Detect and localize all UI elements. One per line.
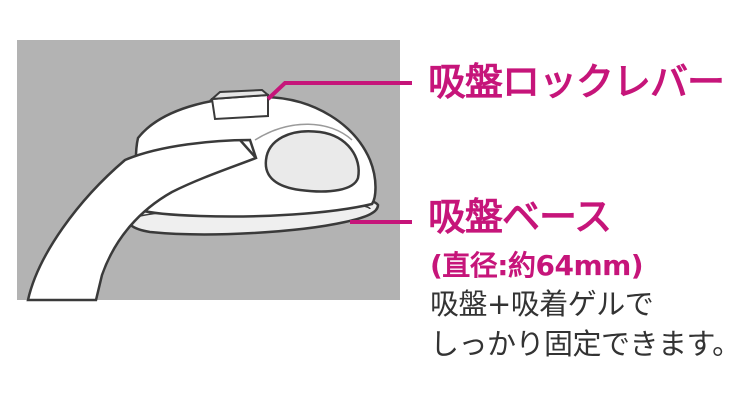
lock-lever-tab-top xyxy=(209,88,271,101)
mount-arm xyxy=(26,138,258,302)
lever-leader-line xyxy=(266,81,412,101)
dome-recess xyxy=(264,129,360,193)
lock-lever-label: 吸盤ロックレバー xyxy=(428,60,725,104)
mount-arm-edge xyxy=(239,139,257,159)
dome-contour xyxy=(254,123,353,141)
description-line-2: しっかり固定できます。 xyxy=(430,327,741,361)
diameter-label: (直径:約64mm) xyxy=(430,249,644,282)
description-line-1: 吸盤+吸着ゲルで xyxy=(430,287,654,321)
suction-base-label: 吸盤ベース xyxy=(428,195,612,239)
